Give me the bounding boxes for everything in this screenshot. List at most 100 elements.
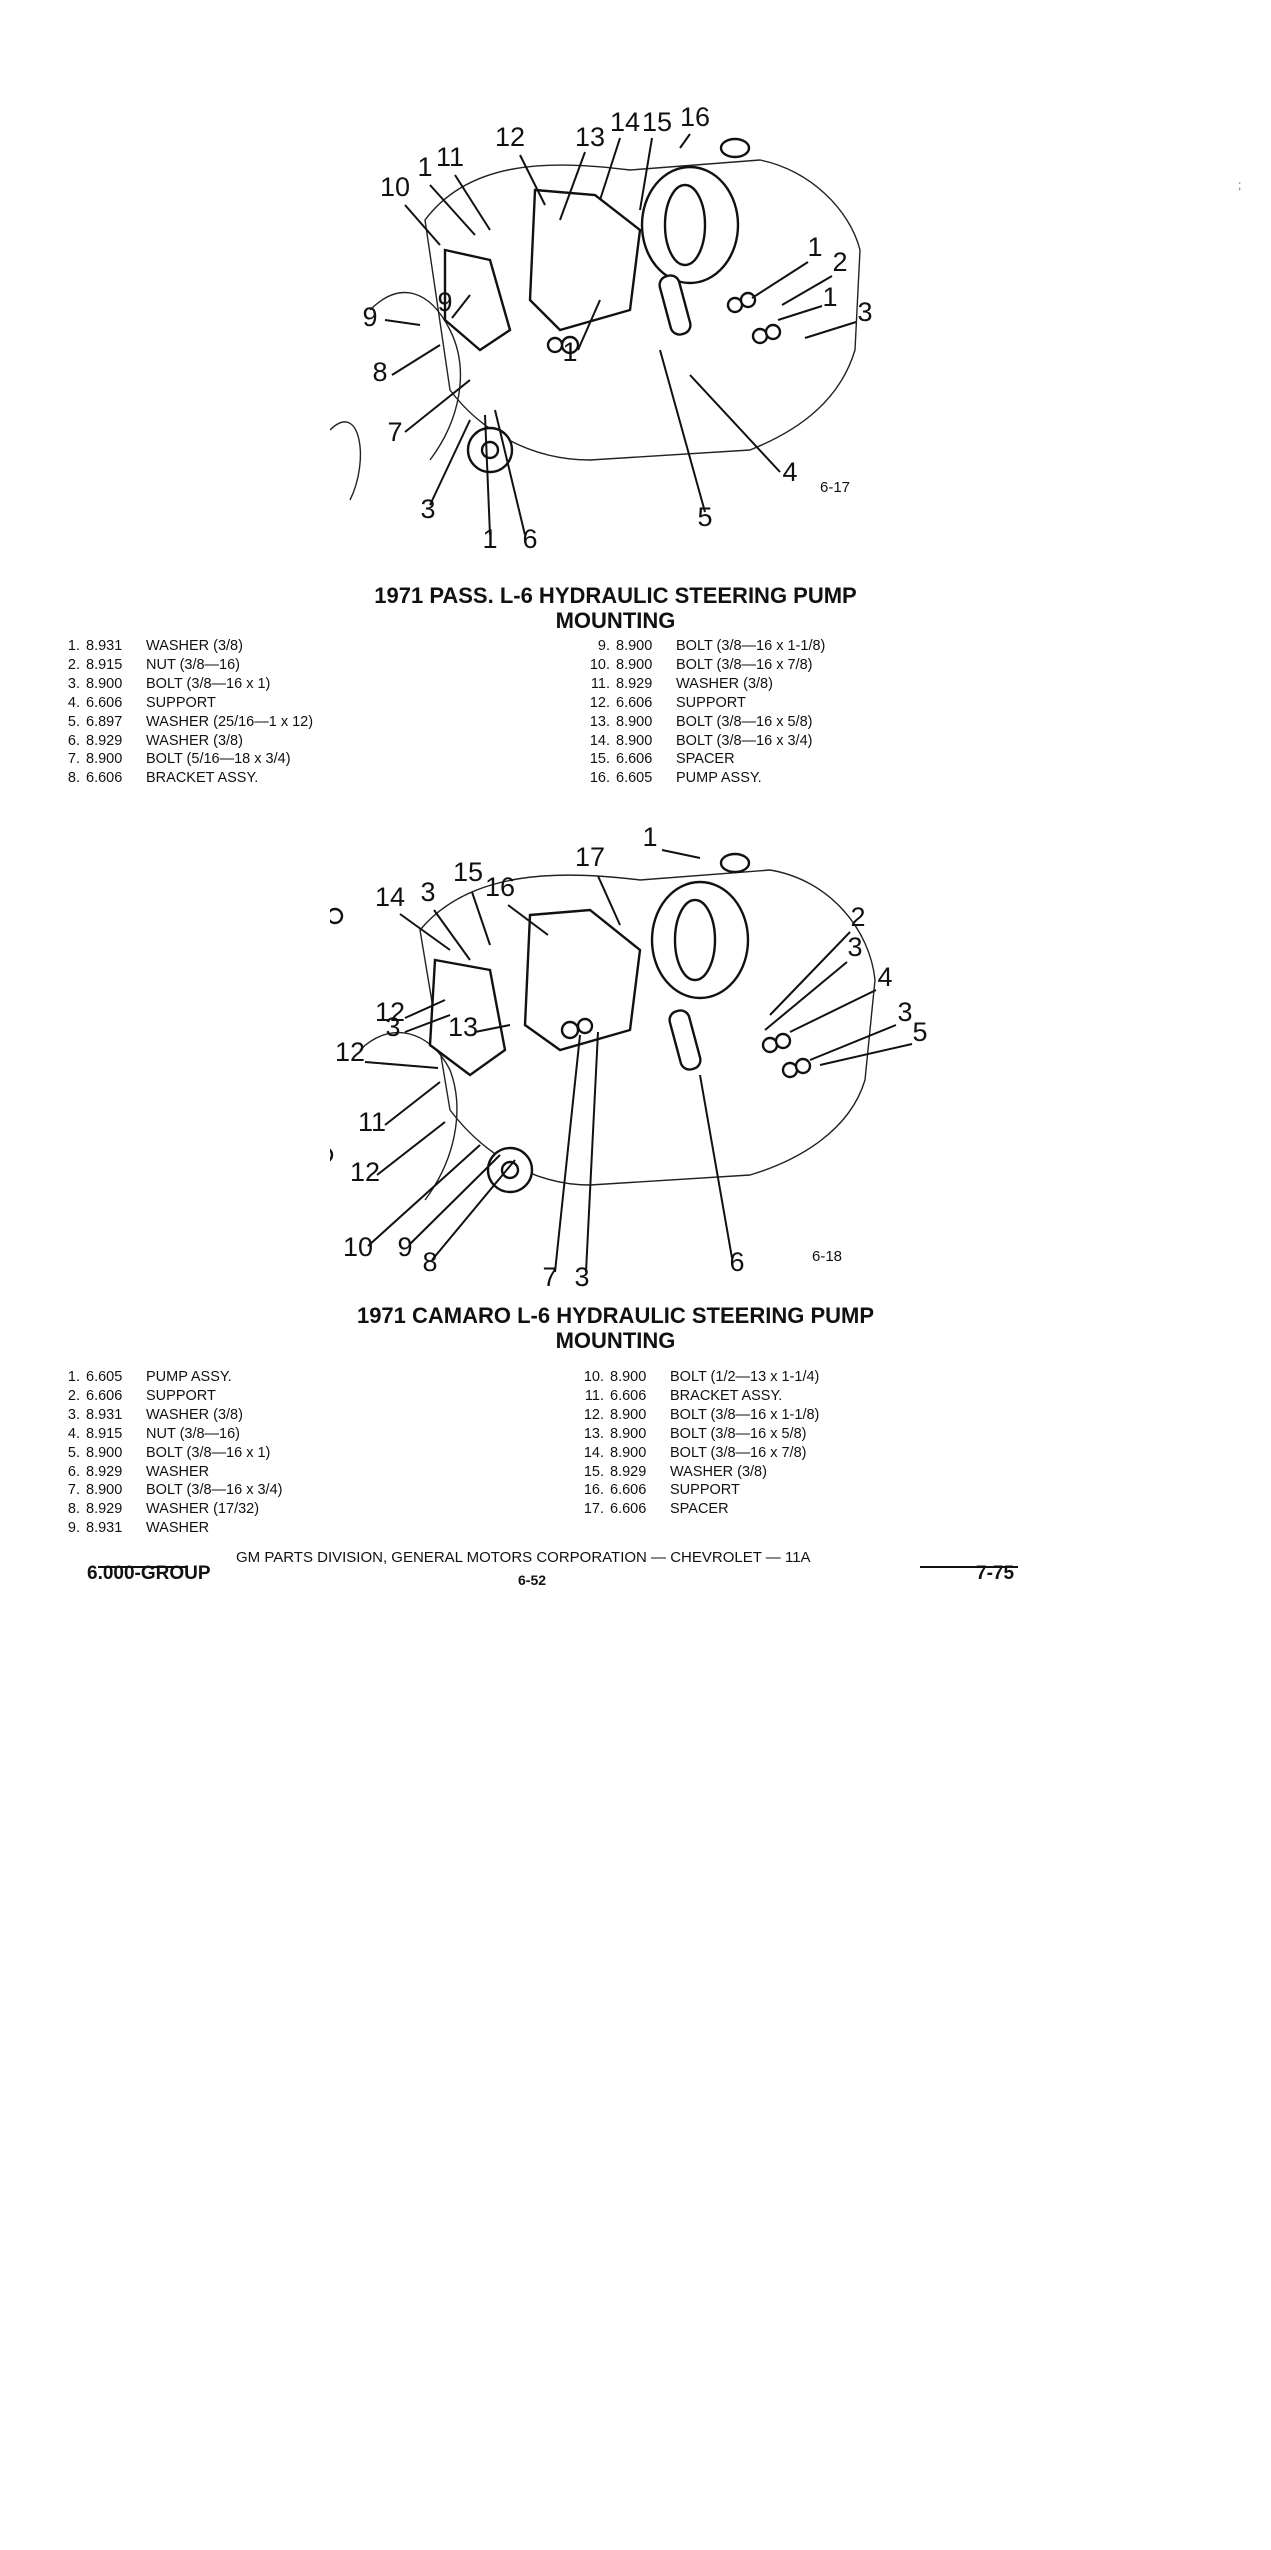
washer [546,336,564,354]
item-number: 1. [67,638,80,654]
item-number: 9. [597,638,610,654]
bracket-assembly [528,188,642,332]
item-number: 14. [589,732,610,749]
edge-mark: ; [1238,178,1242,192]
callout-label: 3 [574,1262,589,1292]
callout-leader [661,849,701,859]
callout-label: 7 [387,417,402,447]
part-code: 8.900 [610,1425,647,1442]
item-number: 13. [583,1425,604,1442]
callout-leader [804,321,857,339]
item-number: 4. [67,1425,80,1442]
footer-rule-left [98,1566,188,1568]
callout-leader [597,875,621,926]
callout-label: 10 [343,1232,373,1262]
part-description: WASHER [146,1463,210,1480]
callout-leader [451,294,471,319]
part-code: 8.931 [86,638,123,654]
callout-label: 12 [350,1157,380,1187]
part-description: BOLT (3/8—16 x 5/8) [676,713,813,730]
callout-label: 15 [642,107,672,137]
item-number: 16. [589,770,610,787]
engine-edge [330,421,362,501]
callout-leader [404,1014,451,1033]
callout-leader [399,913,451,951]
callout-label: 3 [385,1012,400,1042]
callout-label: 3 [420,494,435,524]
parts-list-row: 5. 8.900 BOLT (3/8—16 x 1) [56,1444,282,1463]
part-description: PUMP ASSY. [146,1369,232,1385]
part-code: 8.900 [616,713,653,730]
footer-division: GM PARTS DIVISION, GENERAL MOTORS CORPOR… [236,1549,811,1566]
item-number: 2. [67,1387,80,1404]
callout-leader [519,154,546,206]
callout-label: 1 [562,337,577,367]
item-number: 8. [67,770,80,787]
callout-label: 1 [482,524,497,554]
callout-leader [699,1074,733,1259]
part-code: 8.915 [86,656,123,673]
callout-label: 2 [850,902,865,932]
callout-leader [404,379,471,433]
callout-leader [367,1144,481,1247]
part-code: 8.929 [616,675,653,692]
footer-rule-right [920,1566,1018,1568]
callout-leader [431,1159,516,1261]
callout-leader [585,1031,599,1273]
alternator-outline [369,291,462,461]
callout-label: 8 [372,357,387,387]
callout-label: 3 [857,297,872,327]
part-description: BOLT (3/8—16 x 7/8) [670,1444,807,1461]
part-code: 6.605 [86,1369,123,1385]
nut [739,291,757,309]
callout-label: 5 [697,502,712,532]
callout-leader [484,414,491,536]
item-number: 16. [583,1482,604,1499]
item-number: 17. [583,1501,604,1518]
item-number: 11. [584,1387,604,1404]
part-description: BOLT (3/8—16 x 1) [146,1444,271,1461]
callout-label: 15 [453,857,483,887]
callout-leader [577,299,601,351]
part-description: BOLT (1/2—13 x 1-1/4) [670,1369,820,1385]
support-strap [668,1009,702,1071]
part-code: 8.900 [86,1444,123,1461]
callout-label: 9 [437,287,452,317]
reservoir-cap [719,852,751,874]
item-number: 5. [67,1444,80,1461]
part-description: SUPPORT [676,694,746,711]
callout-leader [429,419,471,506]
item-number: 6. [67,1463,80,1480]
callout-label: 14 [610,107,640,137]
figure-1-title-line2: MOUNTING [555,608,676,633]
reservoir-cap [719,137,751,159]
part-description: BRACKET ASSY. [670,1387,783,1404]
part-description: SPACER [676,751,735,768]
part-description: WASHER (3/8) [146,732,243,749]
callout-label: 13 [448,1012,478,1042]
item-number: 14. [583,1444,604,1461]
footer-page-number: 6-52 [518,1572,547,1588]
part-code: 8.900 [86,751,123,768]
callout-leader [819,1043,913,1066]
part-description: NUT (3/8—16) [146,656,241,673]
callout-leader [364,1061,439,1069]
callout-leader [599,137,621,201]
item-number: 6. [67,732,80,749]
part-code: 6.606 [610,1482,647,1499]
part-code: 8.931 [86,1520,123,1537]
part-code: 8.900 [616,732,653,749]
part-code: 6.606 [86,1387,123,1404]
callout-label: 10 [380,172,410,202]
